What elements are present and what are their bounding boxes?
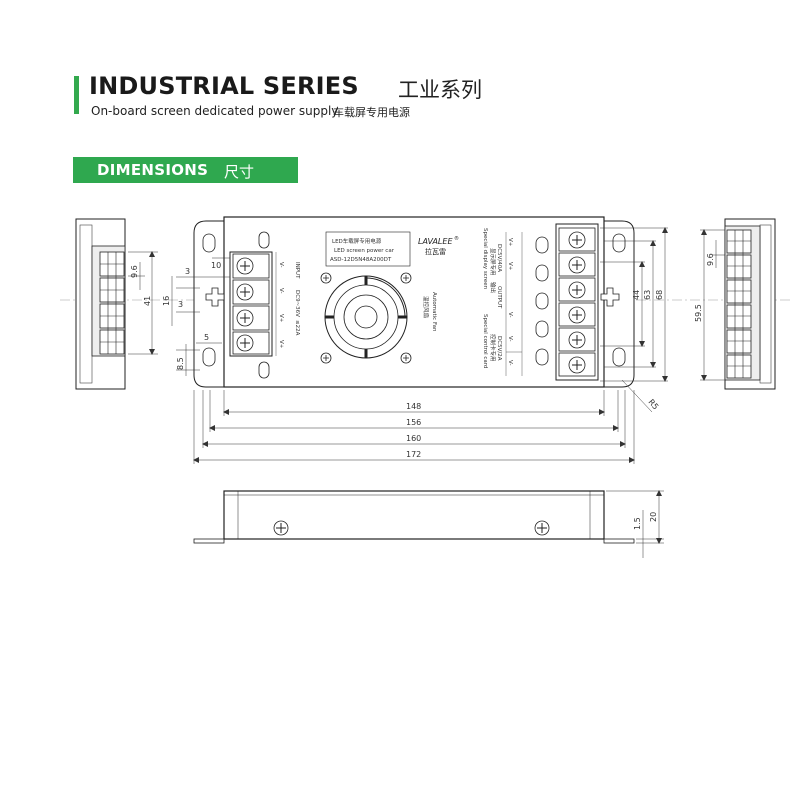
label-output: OUTPUT (496, 286, 502, 309)
dim-side-41: 41 (143, 296, 152, 306)
label-out-v-minus-3: V- (507, 360, 513, 365)
dim-side-9-6: 9.6 (130, 265, 139, 278)
label-v-plus-2: V+ (278, 340, 284, 349)
dim-156: 156 (406, 418, 421, 427)
dim-3b: 3 (178, 300, 183, 309)
label-product-en: LED screen power car (334, 248, 395, 254)
main-top-view: V- V- V+ V+ INPUT DC9~36V ≤22A LED车载屏专用电… (162, 216, 668, 413)
dimensions-title: DIMENSIONS (97, 161, 209, 179)
header-accent-bar (74, 76, 79, 114)
dim-172: 172 (406, 450, 421, 459)
dim-1-5: 1.5 (633, 517, 642, 530)
label-out-v-plus-1: V+ (507, 238, 513, 247)
page-title-cn: 工业系列 (398, 78, 482, 102)
page-subtitle-cn: 车载屏专用电源 (333, 106, 410, 119)
left-side-view: 9.6 41 (75, 218, 158, 390)
dim-side2-9-6: 9.6 (706, 253, 715, 266)
label-display-cn: 显示屏专用 (489, 248, 497, 276)
label-out-v-plus-2: V+ (507, 262, 513, 271)
label-out-v-minus-2: V- (507, 336, 513, 341)
label-out-v-minus-1: V- (507, 312, 513, 317)
label-output-cn: 输出 (489, 282, 497, 293)
label-v-minus-1: V- (278, 262, 284, 267)
dim-20: 20 (649, 512, 658, 522)
label-display-spec: DC5V/40A (496, 244, 502, 272)
front-elevation-view: 1.5 20 (193, 490, 664, 558)
label-fan-cn: 温控风扇 (422, 296, 430, 318)
dim-3a: 3 (185, 267, 190, 276)
dim-r5: R5 (646, 398, 660, 412)
label-product-model: ASD-12D5N48A200DT (330, 257, 392, 263)
dim-16: 16 (162, 296, 171, 306)
dim-5: 5 (204, 333, 209, 342)
dim-8-5: 8.5 (176, 357, 185, 370)
dim-63: 63 (643, 290, 652, 300)
dim-160: 160 (406, 434, 421, 443)
label-v-minus-2: V- (278, 288, 284, 293)
page-title: INDUSTRIAL SERIES (89, 72, 359, 100)
dim-44: 44 (632, 290, 641, 300)
label-control: Special control card (482, 314, 488, 368)
label-display: Special display screen (482, 228, 488, 290)
brand-logo: LAVALEE (418, 237, 453, 246)
label-v-plus-1: V+ (278, 314, 284, 323)
label-fan: Automatic Fan (431, 292, 437, 332)
label-control-cn: 控制卡专用 (489, 334, 497, 362)
dim-148: 148 (406, 402, 421, 411)
label-input: INPUT (294, 262, 300, 279)
brand-mark: ® (454, 235, 459, 242)
page-subtitle: On-board screen dedicated power supply (91, 104, 339, 118)
dimensions-title-cn: 尺寸 (224, 163, 255, 181)
dim-top-pitch: 10 (211, 261, 221, 270)
dim-68: 68 (655, 290, 664, 300)
dimensions-banner: DIMENSIONS 尺寸 (73, 157, 298, 183)
width-dimensions: 148 156 160 172 (193, 390, 635, 464)
label-input-current: ≤22A (294, 320, 300, 336)
fan-icon (320, 267, 412, 369)
label-input-range: DC9~36V (294, 290, 300, 317)
dim-side2-59-5: 59.5 (694, 304, 703, 322)
right-side-view: 9.6 59.5 (694, 218, 776, 390)
brand-cn: 拉瓦雷 (425, 247, 446, 256)
label-product-cn: LED车载屏专用电源 (332, 237, 382, 245)
label-control-spec: DC5V/2A (496, 336, 502, 361)
